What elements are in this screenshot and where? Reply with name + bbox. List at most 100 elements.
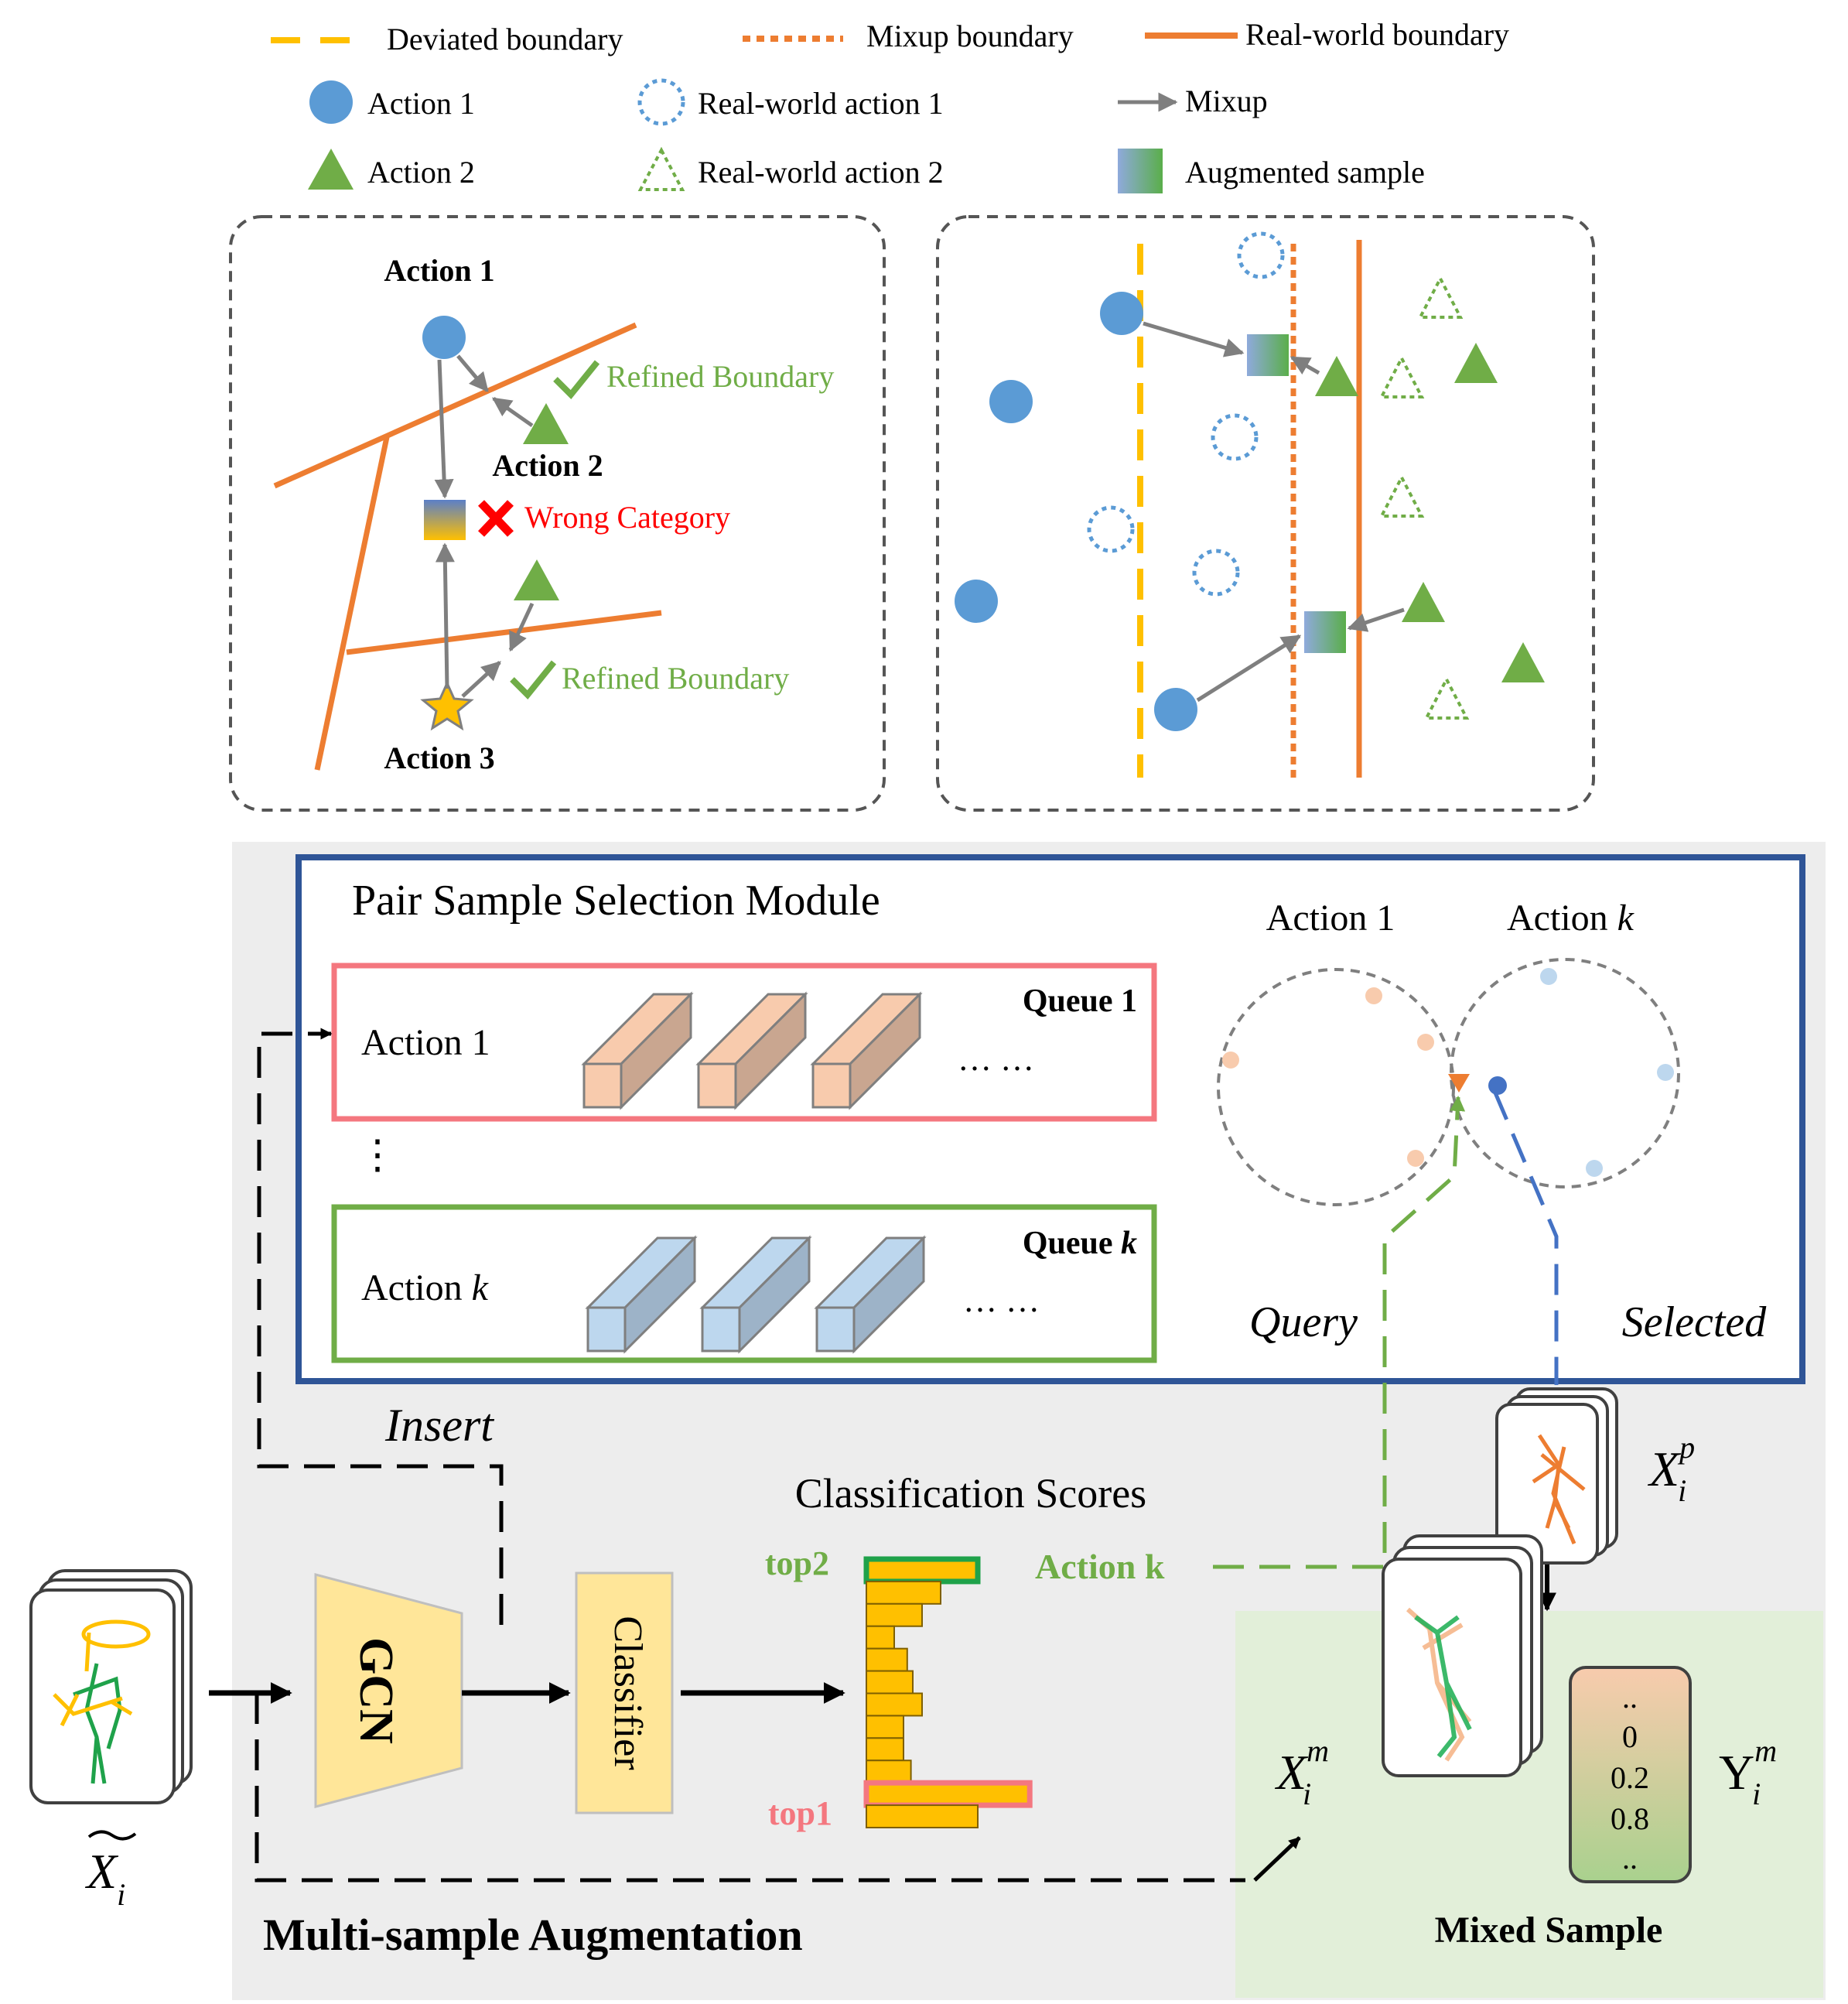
left-action3-label: Action 3 (384, 740, 494, 775)
mixed-sample-caption: Mixed Sample (1435, 1910, 1663, 1951)
mixed-sample-stack (1382, 1534, 1543, 1777)
input-skeleton-loop (81, 1619, 151, 1649)
score-bar-top1 (863, 1780, 1033, 1808)
boundary-line-lower (346, 610, 662, 655)
mixup-arrow-upper-from-action1 (1143, 321, 1245, 357)
action1-points (955, 292, 1197, 731)
left-action2-triangle (523, 403, 569, 444)
actionk-embedding-points (1540, 968, 1674, 1177)
embedding-point (1417, 1034, 1434, 1051)
action1-point (1100, 292, 1143, 335)
action2-points (1315, 343, 1545, 682)
real-world-action1-point (1087, 505, 1135, 553)
queuek-label: Queue k (1023, 1226, 1137, 1261)
action2-triangle-icon (308, 149, 354, 190)
score-bar (866, 1580, 941, 1605)
score-bar (866, 1715, 904, 1739)
input-skeleton-green (73, 1663, 122, 1784)
selected-dashed-path (1492, 1090, 1559, 1385)
action-k-score-label: Action k (1035, 1547, 1165, 1586)
boundary-refinement-panel: Action 1 Action 2 Action 3 Refined Bound… (229, 215, 886, 812)
classification-score-bars (863, 1556, 1033, 1828)
legend-augmented-sample: Augmented sample (1185, 155, 1425, 190)
queue1-features (581, 991, 923, 1110)
augmented-sample-square-icon (1118, 149, 1163, 193)
queuek-ellipsis: … … (963, 1281, 1040, 1319)
real-world-action1-points (1087, 231, 1285, 597)
embedding-point (1540, 968, 1557, 985)
feature-cuboid (695, 991, 808, 1110)
action1-circle-icon (309, 80, 353, 124)
score-bar (866, 1692, 923, 1717)
feature-cuboid (810, 991, 923, 1110)
paired-sample-stack (1495, 1387, 1618, 1565)
tilde-mark (87, 1830, 137, 1841)
mixed-skeleton-green (1414, 1615, 1472, 1758)
feature-cuboid (581, 991, 694, 1110)
circle-actionk-label: Action k (1507, 898, 1635, 939)
classifier-block (575, 1571, 674, 1814)
queuek-action-label: Action k (361, 1267, 490, 1308)
mixup-boundary-panel (936, 215, 1595, 812)
label-value: .. (1622, 1680, 1638, 1715)
circle-action1-label: Action 1 (1266, 898, 1395, 939)
boundary-line-upper (273, 322, 637, 489)
insert-feature-arrow (257, 1028, 504, 1625)
label-value: 0 (1622, 1719, 1638, 1754)
queue1-action-label: Action 1 (361, 1022, 490, 1063)
action1-point (989, 380, 1033, 423)
score-bar (866, 1625, 895, 1650)
left-action2-label: Action 2 (492, 448, 603, 483)
left-action2-triangle-lower (514, 559, 559, 600)
score-bar (866, 1647, 908, 1672)
insert-label: Insert (384, 1400, 494, 1451)
selected-label: Selected (1622, 1298, 1768, 1346)
label-value: 0.2 (1611, 1760, 1649, 1795)
check-icon-upper (553, 360, 600, 399)
arrow-action1-to-wrong (434, 359, 454, 499)
classification-scores-title: Classification Scores (795, 1470, 1146, 1517)
selected-point-marker (1488, 1076, 1507, 1095)
bypass-to-mixed-arrow (1253, 1836, 1301, 1882)
legend-action2: Action 2 (367, 155, 475, 190)
arrow-action3-to-boundary (461, 661, 501, 698)
left-action1-label: Action 1 (384, 253, 494, 288)
right-panel-frame (936, 215, 1595, 812)
input-sample-stack (29, 1569, 193, 1804)
check-icon-lower (510, 660, 557, 699)
queue-vdots: ⋮ (357, 1134, 398, 1178)
score-bar (866, 1804, 979, 1828)
arrow-action2-lower-to-boundary (508, 602, 535, 652)
query-label: Query (1249, 1298, 1358, 1346)
legend-mixup-boundary: Mixup boundary (866, 19, 1074, 53)
real-world-action1-point (1192, 549, 1240, 597)
action1-embedding-points (1222, 987, 1434, 1167)
feature-cuboid (585, 1235, 698, 1354)
real-world-action2-point (1378, 474, 1425, 518)
queue1-label: Queue 1 (1023, 983, 1137, 1019)
input-bypass-dashed-line (254, 1693, 1245, 1883)
real-world-action2-points (1378, 275, 1470, 720)
score-bar (866, 1602, 923, 1627)
action1-point (955, 580, 998, 623)
arrow-action3-to-wrong (435, 542, 455, 689)
legend-real-world-boundary: Real-world boundary (1245, 17, 1509, 52)
classifier-label: Classifier (606, 1616, 650, 1770)
real-world-action1-point (1237, 231, 1285, 279)
action2-point (1315, 356, 1358, 396)
cross-icon (478, 500, 514, 537)
score-bar-top2 (863, 1556, 981, 1585)
top1-label: top1 (768, 1794, 832, 1832)
x-tilde-label: Xi (84, 1844, 125, 1912)
action2-point (1501, 642, 1545, 682)
action2-point (1454, 343, 1498, 383)
score-bar (866, 1737, 904, 1762)
queuek-features (585, 1235, 927, 1354)
left-action3-star (420, 680, 474, 731)
legend: Deviated boundary Mixup boundary Real-wo… (271, 17, 1509, 193)
query-dashed-path (1213, 1096, 1466, 1569)
real-world-action2-triangle-icon (637, 146, 685, 191)
legend-real-world-action1: Real-world action 1 (698, 86, 944, 121)
